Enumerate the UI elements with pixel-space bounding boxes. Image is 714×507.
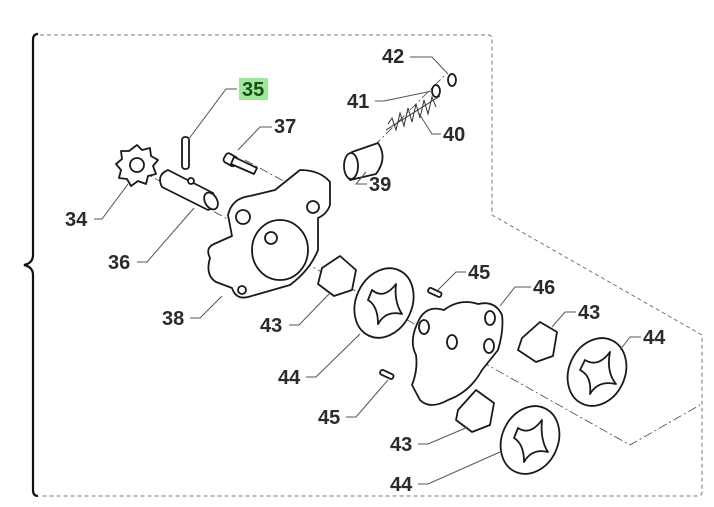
label-41[interactable]: 41 bbox=[347, 91, 369, 113]
leader-39 bbox=[354, 171, 367, 185]
part-40-spring[interactable] bbox=[385, 95, 441, 132]
part-38-pump-body[interactable] bbox=[207, 169, 331, 299]
label-36[interactable]: 36 bbox=[108, 252, 130, 274]
label-38[interactable]: 38 bbox=[162, 308, 184, 330]
part-39-piston[interactable] bbox=[343, 142, 384, 181]
part-34-sprocket[interactable] bbox=[115, 144, 159, 187]
leader-42 bbox=[410, 56, 449, 75]
label-44a[interactable]: 44 bbox=[278, 367, 301, 389]
leader-36 bbox=[137, 207, 195, 263]
leader-38 bbox=[190, 295, 223, 319]
part-44-outer-ring-c[interactable] bbox=[490, 396, 570, 483]
part-43-rotor-a[interactable] bbox=[317, 255, 357, 297]
label-37[interactable]: 37 bbox=[274, 116, 296, 138]
part-43-rotor-c[interactable] bbox=[455, 389, 495, 433]
leader-40 bbox=[417, 111, 441, 135]
leader-45b bbox=[346, 379, 389, 418]
part-46-cover-plate[interactable] bbox=[411, 301, 504, 406]
leader-43c bbox=[418, 426, 469, 445]
label-39[interactable]: 39 bbox=[369, 174, 391, 196]
leader-41 bbox=[375, 90, 433, 102]
leader-34 bbox=[94, 183, 129, 220]
label-42[interactable]: 42 bbox=[382, 46, 404, 68]
label-43a[interactable]: 43 bbox=[260, 315, 282, 337]
leader-37 bbox=[237, 126, 272, 151]
part-35-pin[interactable] bbox=[181, 136, 190, 170]
assembly-bracket bbox=[23, 32, 39, 498]
part-45-dowel-pin-b[interactable] bbox=[379, 368, 395, 380]
part-45-dowel-pin-a[interactable] bbox=[427, 286, 443, 298]
part-43-rotor-b[interactable] bbox=[517, 321, 558, 363]
center-axis bbox=[139, 169, 701, 446]
leader-44c bbox=[418, 451, 501, 485]
leader-43a bbox=[289, 292, 331, 326]
leader-46 bbox=[499, 286, 531, 307]
part-42-circlip[interactable] bbox=[447, 73, 457, 87]
label-46[interactable]: 46 bbox=[533, 277, 555, 299]
label-45b[interactable]: 45 bbox=[318, 407, 340, 429]
label-40[interactable]: 40 bbox=[443, 124, 465, 146]
leader-44a bbox=[306, 333, 361, 378]
part-41-ring[interactable] bbox=[431, 84, 441, 98]
highlight-35 bbox=[239, 78, 268, 100]
leader-44b bbox=[619, 336, 641, 351]
leader-45a bbox=[437, 271, 466, 291]
part-36-shaft[interactable] bbox=[159, 169, 221, 212]
part-44-outer-ring-a[interactable] bbox=[343, 259, 424, 348]
label-44c[interactable]: 44 bbox=[390, 474, 413, 496]
leader-35 bbox=[187, 88, 237, 141]
assembly-frame bbox=[40, 34, 703, 497]
part-37-screw[interactable] bbox=[222, 152, 258, 175]
label-35[interactable]: 35 bbox=[242, 79, 264, 101]
label-45a[interactable]: 45 bbox=[468, 262, 490, 284]
label-43b[interactable]: 43 bbox=[578, 302, 600, 324]
label-44b[interactable]: 44 bbox=[643, 327, 666, 349]
label-34[interactable]: 34 bbox=[65, 209, 88, 231]
part-44-outer-ring-b[interactable] bbox=[557, 328, 637, 415]
label-43c[interactable]: 43 bbox=[390, 434, 412, 456]
leader-43b bbox=[551, 311, 576, 328]
